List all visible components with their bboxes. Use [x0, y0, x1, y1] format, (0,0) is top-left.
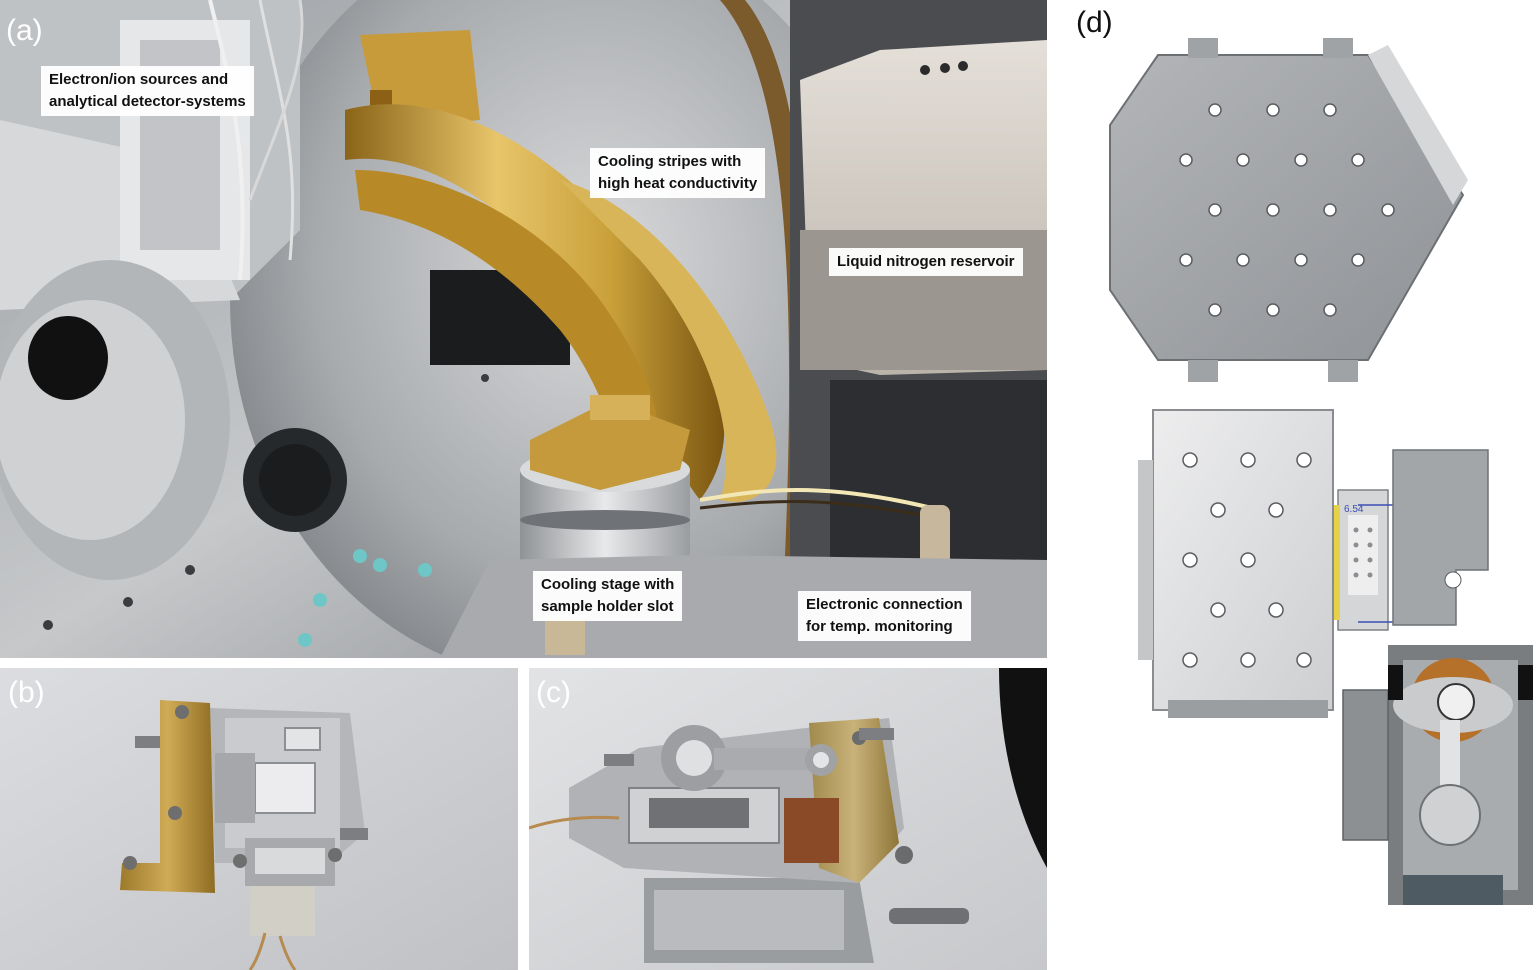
holder-side-photo — [529, 668, 1047, 970]
callout-line: Electron/ion sources and — [49, 71, 229, 88]
dimension-width: 6.54 — [1344, 504, 1364, 515]
panel-c-photo: (c) — [529, 668, 1047, 970]
panel-d-cad: 6.54 30 (d) — [1058, 0, 1537, 970]
callout-line: Cooling stage with — [541, 576, 675, 593]
callout-stage: Cooling stage with sample holder slot — [533, 571, 683, 621]
panel-b-photo: (b) — [0, 668, 518, 970]
callout-line: high heat conductivity — [598, 175, 758, 192]
callout-line: sample holder slot — [541, 598, 674, 615]
panel-letter-b: (b) — [8, 676, 45, 709]
callout-line: Electronic connection — [806, 596, 963, 613]
callout-electronic: Electronic connection for temp. monitori… — [798, 591, 971, 641]
callout-sources: Electron/ion sources and analytical dete… — [41, 66, 254, 116]
callout-line: Cooling stripes with — [598, 153, 742, 170]
callout-nitrogen: Liquid nitrogen reservoir — [829, 248, 1023, 276]
panel-a-photo: (a) Electron/ion sources and analytical … — [0, 0, 1047, 658]
holder-top-photo — [0, 668, 518, 970]
callout-line: analytical detector-systems — [49, 93, 246, 110]
cad-renderings: 6.54 30 — [1109, 38, 1533, 905]
panel-letter-d: (d) — [1076, 6, 1113, 39]
panel-letter-a: (a) — [6, 14, 43, 47]
panel-letter-c: (c) — [536, 676, 571, 709]
callout-line: for temp. monitoring — [806, 618, 953, 635]
callout-line: Liquid nitrogen reservoir — [837, 253, 1015, 270]
callout-stripes: Cooling stripes with high heat conductiv… — [590, 148, 766, 198]
